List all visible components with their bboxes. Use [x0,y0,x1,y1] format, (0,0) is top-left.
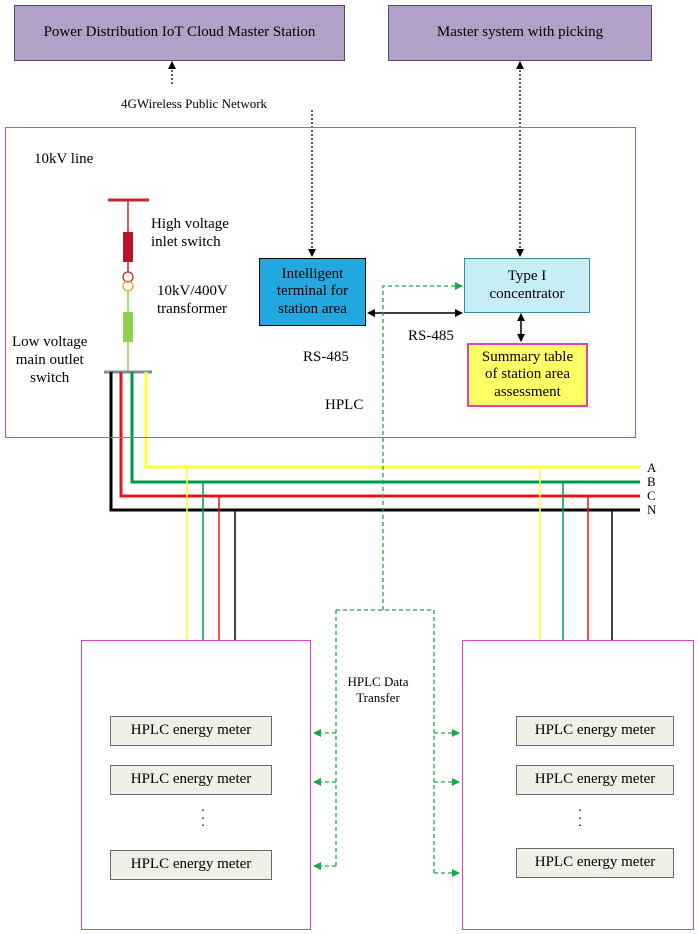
type1-concentrator: Type I concentrator [464,258,590,313]
right-meter-3: HPLC energy meter [516,848,674,878]
right-meter-1: HPLC energy meter [516,716,674,746]
neutral-line [109,372,640,512]
hplc-label: HPLC [325,397,364,413]
phase-b-label: B [647,474,656,489]
summary-table: Summary table of station area assessment [467,343,588,407]
neutral-label: N [647,502,657,517]
hv-switch-label: High voltage inlet switch [151,216,229,250]
left-meter-1: HPLC energy meter [110,716,272,746]
station-area-frame [5,127,636,438]
phase-a-label: A [647,460,657,475]
lv-switch-label: Low voltage main outlet switch [12,334,88,386]
master-picking-system: Master system with picking [388,5,652,61]
wireless-network-label: 4GWireless Public Network [121,96,268,111]
lv-switch-symbol [123,312,133,342]
intelligent-terminal: Intelligent terminal for station area [259,258,366,326]
hplc-transfer-label: HPLC Data Transfer [347,674,409,705]
rs485-label-right: RS-485 [408,328,454,344]
phase-a-line [144,372,640,469]
hplc-trunk [382,282,463,610]
transformer-label: 10kV/400V transformer [157,283,228,317]
left-meter-2: HPLC energy meter [110,765,272,795]
phase-c-line [119,372,640,498]
right-ellipsis: ··· [577,804,583,835]
rs485-label-left: RS-485 [303,349,349,365]
master-picking-label: Master system with picking [436,24,604,41]
right-meter-2: HPLC energy meter [516,765,674,795]
phase-b-line [130,372,640,484]
cloud-master-station-label: Power Distribution IoT Cloud Master Stat… [43,24,316,41]
line-label: 10kV line [34,151,94,167]
right-meter-box [462,640,694,930]
left-meter-box [81,640,311,930]
left-meter-3: HPLC energy meter [110,850,272,880]
cloud-master-station: Power Distribution IoT Cloud Master Stat… [14,5,345,61]
hv-switch-symbol [123,232,133,262]
phase-c-label: C [647,488,656,503]
left-ellipsis: ··· [200,804,206,835]
transformer-symbol [122,271,134,283]
